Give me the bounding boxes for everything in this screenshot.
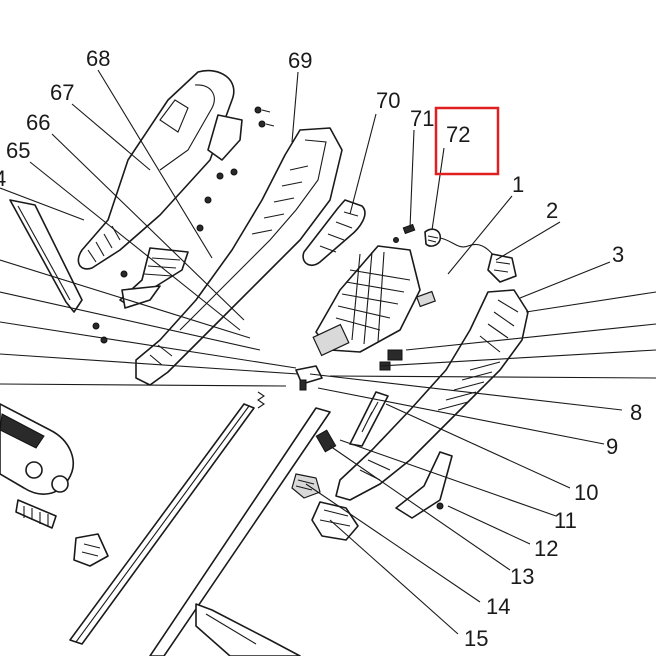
part-8-shaft <box>295 365 323 391</box>
label-3: 3 <box>612 242 624 267</box>
label-9: 9 <box>606 434 618 459</box>
part-14-gear <box>291 473 321 499</box>
label-65: 65 <box>6 138 30 163</box>
label-68: 68 <box>86 46 110 71</box>
part-labels: 68 67 66 65 4 69 70 71 72 1 2 3 8 9 10 1… <box>0 46 642 651</box>
leader-lines <box>0 69 656 635</box>
label-14: 14 <box>486 594 510 619</box>
part-71-screw <box>393 223 416 243</box>
part-68-handle-cover <box>77 69 243 270</box>
trimmer-head <box>0 403 74 495</box>
part-69-housing-half <box>135 127 343 386</box>
part-15-collar <box>311 501 359 541</box>
part-65-trim <box>121 285 161 309</box>
label-10: 10 <box>574 480 598 505</box>
spring-lower-left <box>15 499 57 529</box>
highlight-box <box>434 106 500 176</box>
label-4: 4 <box>0 166 6 191</box>
label-66: 66 <box>26 110 50 135</box>
spool-cap <box>73 533 109 567</box>
motor-assembly <box>312 245 421 371</box>
label-70: 70 <box>376 88 400 113</box>
label-8: 8 <box>630 400 642 425</box>
part-70-grip-pad <box>302 199 366 267</box>
bottom-attachment <box>195 603 301 656</box>
part-72-spring-clip <box>424 228 442 247</box>
label-1: 1 <box>512 172 524 197</box>
part-4-clip <box>9 199 83 313</box>
part-9-spring <box>257 391 265 409</box>
label-67: 67 <box>50 80 74 105</box>
label-11: 11 <box>554 508 577 533</box>
lower-tube <box>69 403 255 645</box>
label-15: 15 <box>464 626 488 651</box>
part-1-cable <box>439 237 495 257</box>
part-10-switch-board <box>349 391 389 447</box>
label-12: 12 <box>534 536 558 561</box>
label-13: 13 <box>510 564 534 589</box>
part-2-plug <box>416 253 517 308</box>
label-69: 69 <box>288 48 312 73</box>
screws-group-left <box>92 106 275 344</box>
label-2: 2 <box>546 198 558 223</box>
label-71: 71 <box>410 106 434 131</box>
part-13-pin <box>436 502 444 510</box>
label-72: 72 <box>446 122 470 147</box>
inner-shaft <box>149 407 331 656</box>
